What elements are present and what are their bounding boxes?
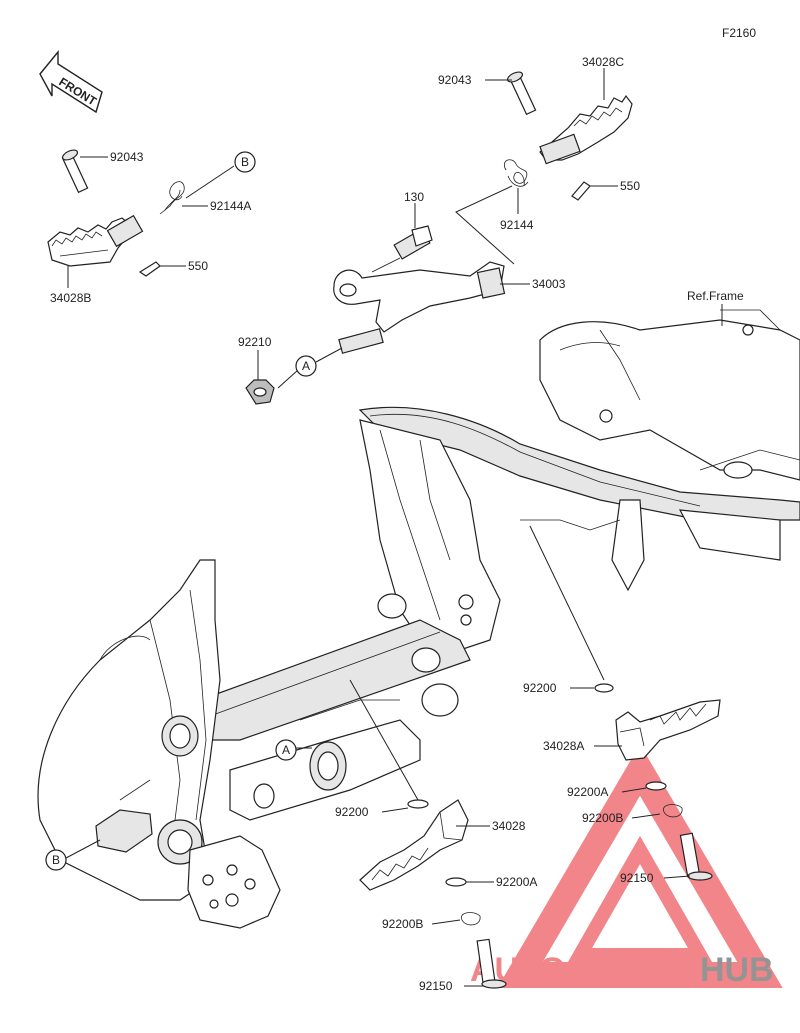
label-92200B-right: 92200B	[582, 811, 623, 825]
label-92144A: 92144A	[210, 199, 251, 213]
pin-92043-left-icon	[61, 149, 89, 194]
leader-frame-to-92200-center	[349, 679, 419, 801]
ref-b-frame-label: B	[52, 853, 60, 867]
leader-92144-spring-link	[455, 185, 515, 265]
leader-a-left	[277, 369, 299, 389]
ref-a-left-label: A	[302, 359, 310, 373]
label-92043-left: 92043	[110, 150, 144, 164]
pin-92043-right-icon	[506, 71, 537, 116]
label-92200A-right: 92200A	[567, 785, 608, 799]
leader-92150-right	[663, 875, 691, 879]
clip-92200B-center-icon	[460, 912, 481, 926]
label-34028C: 34028C	[582, 55, 624, 69]
label-34028B: 34028B	[50, 291, 91, 305]
label-130: 130	[404, 190, 424, 204]
label-ref-frame: Ref.Frame	[687, 289, 744, 303]
washer-92200-center-icon	[407, 799, 429, 809]
leader-b-top	[185, 165, 235, 199]
brake-pedal-34003-icon	[333, 261, 506, 354]
bolt-130-axis	[371, 257, 401, 273]
label-92210: 92210	[238, 335, 272, 349]
leader-a-to-pedal	[315, 347, 343, 363]
figure-code: F2160	[722, 26, 756, 40]
label-92200B-center: 92200B	[382, 917, 423, 931]
leader-92200B-center	[431, 919, 461, 925]
label-92150-right: 92150	[620, 871, 654, 885]
label-92144: 92144	[500, 218, 534, 232]
ref-circle-b-top	[234, 151, 256, 173]
ref-circle-b-frame	[45, 849, 67, 871]
footpeg-34028B-group	[47, 149, 185, 277]
washer-92200A-right-icon	[645, 781, 667, 791]
label-550-right: 550	[620, 179, 640, 193]
footpeg-34028B-icon	[47, 214, 144, 267]
frame-icon	[37, 309, 800, 929]
bolt-130-icon	[393, 225, 433, 260]
clip-92200B-right-icon	[662, 804, 683, 818]
pin-92150-right-icon	[679, 832, 713, 881]
label-92200-center: 92200	[335, 805, 369, 819]
leader-92200B-right	[631, 813, 661, 819]
ref-circle-a-frame	[275, 739, 297, 761]
spring-92144-icon	[504, 159, 529, 187]
label-34003: 34003	[532, 277, 566, 291]
washer-92200A-center-icon	[445, 877, 467, 887]
front-arrow-icon: FRONT	[39, 50, 103, 114]
ref-circle-a-left	[295, 355, 317, 377]
leader-92200-center	[381, 807, 409, 813]
pin-92150-bottom-icon	[476, 938, 507, 989]
spring-92144A-icon	[159, 181, 185, 215]
washer-92200-right-icon	[594, 683, 614, 693]
watermark-word-hub: HUB	[700, 951, 774, 989]
ref-a-frame-label: A	[282, 743, 290, 757]
cotter-pin-550-right-icon	[571, 181, 591, 201]
ref-b-top-label: B	[241, 155, 249, 169]
watermark-word-moto: MOTO	[582, 951, 683, 989]
footpeg-34028-icon	[359, 799, 469, 891]
nut-92210-icon	[245, 379, 275, 405]
label-92200A-center: 92200A	[496, 875, 537, 889]
leader-92200A-right	[621, 787, 647, 793]
label-92150-bottom: 92150	[419, 979, 453, 993]
label-34028: 34028	[492, 819, 526, 833]
label-92043-right: 92043	[438, 73, 472, 87]
cotter-pin-550-left-icon	[138, 261, 161, 277]
footpeg-34028C-group	[504, 71, 633, 201]
footpeg-34028A-icon	[615, 699, 721, 761]
label-550-left: 550	[188, 259, 208, 273]
label-92200-right: 92200	[523, 681, 557, 695]
label-34028A: 34028A	[543, 739, 584, 753]
leader-frame-to-92200-right	[529, 525, 605, 681]
footpeg-34028C-icon	[539, 94, 633, 165]
leader-b-frame	[65, 839, 101, 859]
